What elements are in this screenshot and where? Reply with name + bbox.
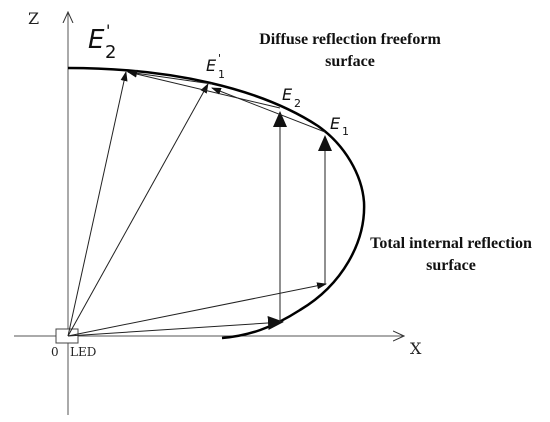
svg-text:': ' — [218, 52, 221, 65]
tir-surface-label-line1: Total internal reflection — [370, 235, 532, 252]
diffuse-surface-label-line2: surface — [325, 53, 375, 70]
svg-text:E: E — [282, 85, 293, 104]
ray-e2-to-e2prime — [127, 70, 281, 109]
x-axis-label: X — [410, 339, 422, 358]
label-e2: E 2 — [282, 85, 301, 110]
svg-text:E: E — [88, 25, 105, 55]
svg-text:1: 1 — [342, 125, 349, 138]
ray-led-to-e2prime — [67, 71, 128, 337]
origin-label: 0 — [51, 345, 59, 359]
led-label: LED — [70, 345, 96, 359]
svg-text:2: 2 — [105, 42, 116, 63]
z-axis-label: Z — [28, 9, 39, 28]
ray-e1prime-to-e2prime — [127, 69, 213, 85]
svg-text:E: E — [206, 56, 217, 75]
label-e1-prime: E ' 1 — [206, 52, 225, 81]
freeform-surface-curve — [67, 66, 366, 340]
label-e2-prime: E ' 2 — [88, 21, 116, 63]
ray-led-to-tir-upper — [67, 282, 327, 337]
ray-led-to-e1prime — [67, 83, 209, 337]
ray-led-to-tir-lower — [67, 315, 284, 337]
svg-text:1: 1 — [218, 68, 225, 81]
led-source — [55, 328, 79, 344]
ray-e1-to-e1prime — [211, 87, 326, 133]
svg-text:': ' — [106, 21, 110, 40]
diffuse-surface-label-line1: Diffuse reflection freeform — [259, 31, 441, 48]
tir-surface-label-line2: surface — [426, 257, 476, 274]
svg-text:E: E — [330, 114, 341, 133]
svg-text:2: 2 — [294, 97, 301, 110]
label-e1: E 1 — [330, 114, 349, 138]
